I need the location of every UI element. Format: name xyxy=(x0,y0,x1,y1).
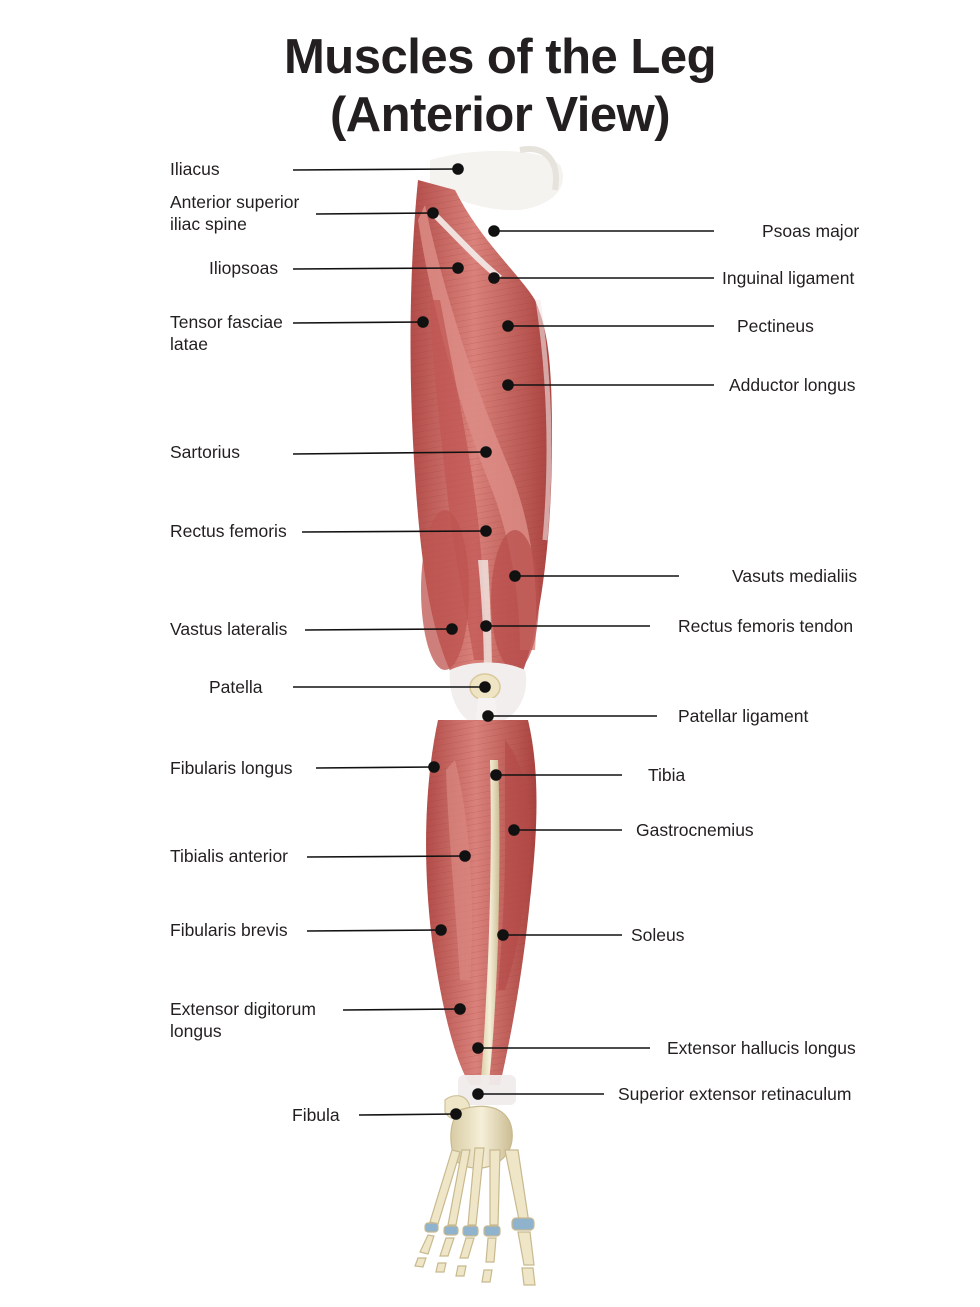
thigh-muscles xyxy=(410,180,552,690)
label-psoas-major: Psoas major xyxy=(762,221,860,241)
label-edl-line-1: Extensor digitorum xyxy=(170,999,316,1019)
rectus-femoris-tendon-shape xyxy=(478,560,492,680)
leader-edl xyxy=(342,1008,461,1011)
label-vastus-medialis: Vasuts medialiis xyxy=(732,566,858,586)
label-patellar-ligament: Patellar ligament xyxy=(678,706,809,726)
vastus-lateralis-muscle xyxy=(421,510,469,670)
label-iliacus: Iliacus xyxy=(170,159,220,179)
label-gastrocnemius: Gastrocnemius xyxy=(636,820,754,840)
label-extensor-digitorum-longus: Extensor digitorum longus xyxy=(170,998,316,1042)
label-anterior-superior-iliac-spine: Anterior superior iliac spine xyxy=(170,191,299,235)
label-inguinal-ligament: Inguinal ligament xyxy=(722,268,855,288)
foot-skeleton xyxy=(414,1095,536,1286)
sartorius-muscle xyxy=(418,205,537,650)
label-tfl-line-2: latae xyxy=(170,334,208,354)
leader-asis xyxy=(315,212,434,215)
label-fibularis-longus: Fibularis longus xyxy=(170,758,293,778)
gastrocnemius-muscle xyxy=(498,740,531,990)
label-tfl-line-1: Tensor fasciae xyxy=(170,312,283,332)
label-pectineus: Pectineus xyxy=(737,316,814,336)
toe-bones xyxy=(414,1147,536,1286)
label-adductor-longus: Adductor longus xyxy=(729,375,856,395)
vastus-medialis-muscle xyxy=(491,530,539,670)
label-patella: Patella xyxy=(209,677,263,697)
label-tibia: Tibia xyxy=(648,765,686,785)
label-soleus: Soleus xyxy=(631,925,685,945)
leader-fibularis-brevis xyxy=(306,929,442,932)
leader-fibula xyxy=(358,1113,457,1116)
extensor-retinaculum-shape xyxy=(458,1075,516,1105)
label-asis-line-2: iliac spine xyxy=(170,214,247,234)
label-sartorius: Sartorius xyxy=(170,442,241,462)
label-tibialis-anterior: Tibialis anterior xyxy=(170,846,289,866)
title-line-1: Muscles of the Leg xyxy=(283,30,717,84)
leader-iliopsoas xyxy=(292,267,459,270)
label-fibularis-brevis: Fibularis brevis xyxy=(170,920,288,940)
leader-fibularis-longus xyxy=(315,766,435,769)
label-tensor-fasciae-latae: Tensor fasciae latae xyxy=(170,311,283,355)
diagram-title: Muscles of the Leg (Anterior View) xyxy=(0,28,980,144)
leader-tibialis-anterior xyxy=(306,855,466,858)
title-line-2: (Anterior View) xyxy=(329,88,671,142)
leader-iliacus xyxy=(292,168,459,171)
label-fibula: Fibula xyxy=(292,1105,340,1125)
leader-sartorius xyxy=(292,451,487,455)
pelvis-bone xyxy=(430,146,564,211)
label-edl-line-2: longus xyxy=(170,1021,222,1041)
leader-lines xyxy=(292,163,714,1120)
tibia-bone xyxy=(480,760,500,1090)
label-extensor-hallucis-longus: Extensor hallucis longus xyxy=(667,1038,856,1058)
tibialis-anterior-muscle xyxy=(446,760,472,980)
label-rectus-femoris: Rectus femoris xyxy=(170,521,287,541)
label-rectus-femoris-tendon: Rectus femoris tendon xyxy=(678,616,854,636)
label-vastus-lateralis: Vastus lateralis xyxy=(170,619,288,639)
leader-tfl xyxy=(292,321,424,324)
label-superior-extensor-retinaculum: Superior extensor retinaculum xyxy=(618,1084,852,1104)
leader-rectus-femoris xyxy=(301,530,487,533)
leader-vastus-lateralis xyxy=(304,628,453,631)
label-asis-line-1: Anterior superior xyxy=(170,192,300,212)
label-iliopsoas: Iliopsoas xyxy=(209,258,279,278)
lower-leg-muscles xyxy=(426,720,537,1105)
rectus-femoris-muscle xyxy=(430,300,486,660)
